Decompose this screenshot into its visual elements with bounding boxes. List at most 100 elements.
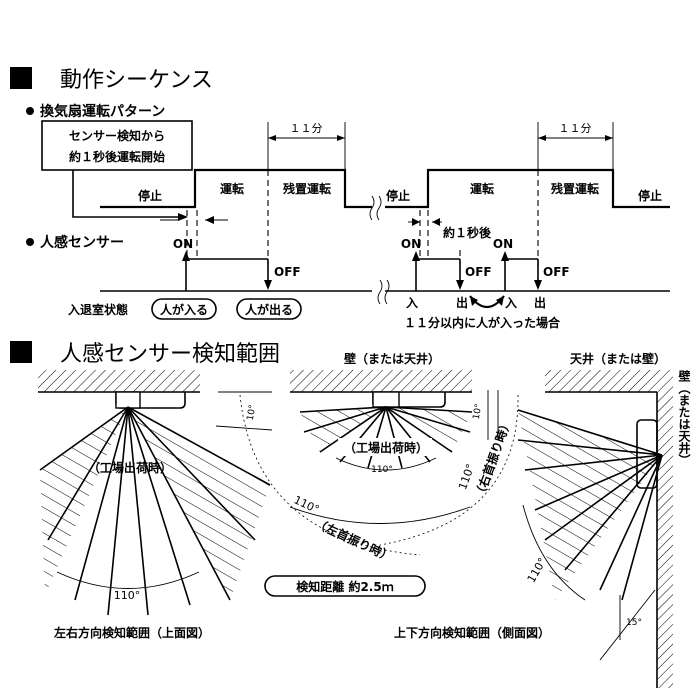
side-label-bg: [338, 438, 432, 456]
left-sweep-arc-110: [289, 506, 471, 524]
wall-arc-110: [522, 504, 586, 601]
fan-wave-2: [385, 168, 670, 209]
distance-label: 検知距離 約2.5ｍ: [296, 579, 393, 594]
within-11min-note: １１分以内に人が入った場合: [404, 315, 561, 330]
bullet-fan-icon: [26, 107, 34, 115]
sensor-off-3: OFF: [543, 265, 570, 279]
right-swing-label: （右首振り時）: [471, 416, 514, 500]
sensor-fall-2-arrow: [456, 280, 464, 290]
ceiling-wall-label: 天井（または壁）: [570, 351, 666, 366]
sensor-on-3: ON: [493, 237, 513, 251]
side-ray-6: [385, 406, 403, 469]
wall-hatch-region: [518, 410, 662, 600]
reentry-arrow-right: [496, 296, 504, 306]
angle15-base: [599, 589, 656, 661]
dim-arrow-2a: [538, 135, 546, 141]
ud-caption: 上下方向検知範囲（側面図）: [394, 625, 550, 640]
wall-rays: [517, 409, 663, 601]
side-ray-5: [367, 406, 387, 469]
sensor-label: 人感センサー: [40, 234, 124, 251]
fan-pattern-label: 換気扇運転パターン: [40, 103, 165, 120]
section1-title: 動作シーケンス: [60, 68, 213, 93]
sensor-fall-1-arrow: [264, 280, 272, 290]
side-ray-10: [385, 406, 473, 413]
lr-hatch-left: [40, 407, 128, 595]
distance-badge: [264, 575, 426, 597]
side-hatch-right: [386, 407, 472, 452]
sensor-on-1: ON: [173, 237, 193, 251]
lr-ray-9: [127, 406, 271, 486]
sensor-delay-box: [41, 120, 193, 171]
wall-ray-8: [621, 454, 663, 601]
wall-ray-3: [524, 454, 663, 471]
side-sensor-block: [372, 391, 400, 408]
right-sweep-angle-110: 110°: [456, 462, 477, 491]
room-state-label: 入退室状態: [68, 302, 128, 317]
lr-angle-110: 110°: [114, 589, 141, 602]
lr-ray-7: [127, 406, 231, 601]
fan-run-2: 運転: [470, 181, 494, 196]
lr-ray-6: [127, 406, 191, 606]
box-line1: センサー検知から: [69, 128, 165, 143]
wall-vertical-label: 壁（または天井）: [677, 369, 691, 466]
dim-11min-2: １１分: [559, 122, 592, 135]
wall-ray-7: [599, 454, 663, 591]
delay2-arrow-left: [412, 218, 420, 226]
fan-wave-1: [100, 168, 372, 209]
section2-title: 人感センサー検知範囲: [60, 342, 280, 367]
lr-factory-label: （工場出荷時）: [88, 460, 172, 475]
wall-ray-1: [517, 409, 663, 456]
lr-ceiling-hatch: [38, 370, 200, 392]
dim-arrow-1b: [337, 135, 345, 141]
lr-ray-3: [74, 406, 129, 601]
lr-sensor-block: [115, 391, 141, 409]
state-out-1: 出: [456, 295, 468, 310]
box-leader-line: [72, 170, 180, 218]
sensor-fall-3-arrow: [534, 280, 542, 290]
section1-square-icon: [10, 67, 32, 89]
approx-1s-label: 約１秒後: [443, 225, 492, 240]
sensor-off-1: OFF: [274, 265, 301, 279]
dim-11min-1: １１分: [290, 122, 323, 135]
reentry-arrow-left: [470, 296, 478, 306]
side-ray-3: [319, 406, 387, 453]
enter-badge: [151, 298, 217, 320]
angle15-label: 15°: [626, 618, 642, 628]
fan-stop-1: 停止: [138, 188, 162, 203]
wall-ceiling-label: 壁（または天井）: [344, 351, 440, 366]
side-hatch-left: [300, 407, 386, 452]
left-swing-label: （左首振り時）: [313, 515, 395, 564]
fan-break-mark: [369, 195, 382, 221]
lr-hatch-right: [128, 407, 270, 600]
sensor-off-2: OFF: [465, 265, 492, 279]
dim-arrow-1a: [268, 135, 276, 141]
side-ceiling-hatch: [290, 370, 472, 392]
lr-arc-110: [56, 571, 200, 589]
angle10-right-label: 10°: [472, 403, 485, 420]
side-ray-2: [303, 406, 387, 433]
lr-ray-8: [127, 406, 256, 541]
fan-run-1: 運転: [220, 181, 244, 196]
angle10-left-label: 10°: [246, 404, 259, 421]
wall-ray-2: [517, 439, 663, 456]
side-angle-110-inner: 110°: [371, 465, 393, 475]
delay-arrow-right: [205, 216, 214, 224]
section2-square-icon: [10, 341, 32, 363]
dim-arrow-2b: [605, 135, 613, 141]
state-out-2: 出: [534, 295, 546, 310]
side-ray-1: [299, 406, 387, 413]
box-line2: 約１秒後運転開始: [69, 149, 165, 164]
fan-residual-1: 残置運転: [283, 181, 331, 196]
sensor-on-2: ON: [401, 237, 421, 251]
lr-view-panel: （工場出荷時） 110° 左右方向検知範囲（上面図）: [38, 370, 271, 640]
lr-ray-4: [107, 406, 129, 616]
lr-ray-1: [39, 406, 129, 471]
lr-caption: 左右方向検知範囲（上面図）: [53, 625, 210, 640]
wall-ray-5: [544, 454, 663, 541]
fan-stop-2: 停止: [386, 188, 410, 203]
enter-badge-text: 人が入る: [160, 302, 208, 317]
bullet-sensor-icon: [26, 238, 34, 246]
side-ray-9: [385, 406, 471, 433]
side-factory-label: （工場出荷時）: [344, 440, 428, 455]
